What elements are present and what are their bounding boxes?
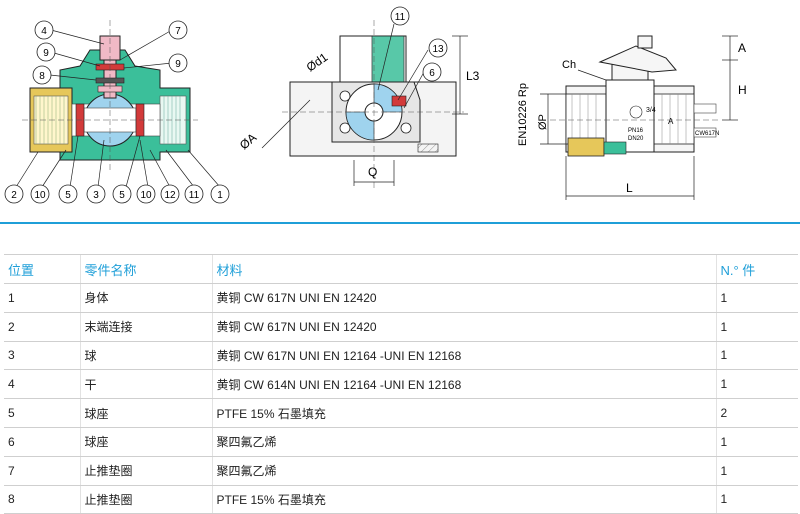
cell-part-name: 止推垫圈	[79, 485, 212, 514]
svg-text:9: 9	[175, 59, 181, 70]
callout-4: 4	[34, 20, 54, 40]
cell-part-name: 球	[79, 341, 212, 371]
cell-quantity: 1	[715, 456, 798, 486]
svg-text:12: 12	[164, 190, 176, 201]
cw-marking: CW617N	[695, 131, 719, 137]
svg-text:6: 6	[429, 68, 435, 79]
callout-8: 8	[32, 65, 52, 85]
svg-text:1: 1	[217, 190, 223, 201]
table-row: 6 球座 聚四氟乙烯 1	[4, 427, 798, 457]
dim-ch-label: Ch	[562, 59, 576, 71]
svg-text:4: 4	[41, 26, 47, 37]
table-row: 4 干 黄铜 CW 614N UNI EN 12164 -UNI EN 1216…	[4, 369, 798, 400]
svg-text:5: 5	[65, 190, 71, 201]
dn-marking: DN20	[628, 136, 644, 142]
callout-9-left: 9	[36, 42, 56, 62]
cell-position: 2	[4, 312, 80, 342]
callout-9-right: 9	[168, 53, 188, 73]
table-row: 1 身体 黄铜 CW 617N UNI EN 12420 1	[4, 283, 798, 313]
dim-l3-label: L3	[466, 69, 480, 83]
svg-text:5: 5	[119, 190, 125, 201]
dim-h-label: H	[738, 83, 747, 97]
cell-material: 聚四氟乙烯	[211, 427, 716, 457]
cell-part-name: 身体	[79, 283, 212, 313]
right-dimension-lines	[540, 35, 738, 200]
cell-material: 黄铜 CW 617N UNI EN 12164 -UNI EN 12168	[211, 341, 716, 371]
mid-dimension-lines	[261, 23, 468, 186]
cell-material: 黄铜 CW 617N UNI EN 12420	[211, 283, 716, 313]
svg-text:7: 7	[175, 26, 181, 37]
cell-material: 黄铜 CW 617N UNI EN 12420	[211, 312, 716, 342]
cell-part-name: 干	[79, 369, 212, 400]
dim-d1-label: Ød1	[304, 50, 331, 75]
cell-material: 黄铜 CW 614N UNI EN 12164 -UNI EN 12168	[211, 369, 716, 400]
cell-position: 8	[4, 485, 80, 514]
svg-text:10: 10	[140, 190, 152, 201]
cell-quantity: 1	[715, 369, 798, 400]
cell-quantity: 1	[715, 341, 798, 371]
cell-part-name: 末端连接	[79, 312, 212, 342]
svg-text:2: 2	[11, 190, 17, 201]
cell-position: 7	[4, 456, 80, 486]
cell-quantity: 1	[715, 427, 798, 457]
cell-material: 聚四氟乙烯	[211, 456, 716, 486]
section-divider	[0, 222, 800, 224]
header-position: 位置	[4, 254, 80, 284]
callout-7: 7	[168, 20, 188, 40]
header-part-name: 零件名称	[79, 254, 212, 284]
svg-text:11: 11	[395, 12, 406, 23]
header-material: 材料	[211, 254, 716, 284]
table-row: 7 止推垫圈 聚四氟乙烯 1	[4, 456, 798, 486]
a-marking: A	[668, 117, 674, 126]
header-quantity: N.° 件	[715, 254, 798, 284]
table-row: 3 球 黄铜 CW 617N UNI EN 12164 -UNI EN 1216…	[4, 341, 798, 371]
cell-position: 5	[4, 398, 80, 428]
cell-part-name: 球座	[79, 427, 212, 457]
parts-table: 位置 零件名称 材料 N.° 件 1 身体 黄铜 CW 617N UNI EN …	[4, 254, 798, 514]
pn-marking: PN16	[628, 128, 644, 134]
dim-a-label: A	[738, 41, 746, 55]
svg-text:9: 9	[43, 48, 49, 59]
cell-part-name: 止推垫圈	[79, 456, 212, 486]
table-row: 5 球座 PTFE 15% 石墨填充 2	[4, 398, 798, 428]
valve-technical-drawing: 4 7 9 8 9 2 10 5 3 5 10 12 11 1	[4, 6, 747, 204]
thread-standard-label: EN10226 Rp	[517, 83, 529, 146]
cell-part-name: 球座	[79, 398, 212, 428]
svg-text:13: 13	[432, 44, 444, 55]
dim-q-label: Q	[368, 165, 377, 179]
callout-13: 13	[428, 38, 448, 58]
size-marking: 3/4	[646, 107, 656, 114]
cell-position: 3	[4, 341, 80, 371]
svg-text:10: 10	[34, 190, 46, 201]
section-view	[22, 20, 198, 170]
dim-l-label: L	[626, 181, 633, 195]
table-header-row: 位置 零件名称 材料 N.° 件	[4, 254, 798, 284]
dim-p-label: ØP	[537, 114, 549, 130]
svg-text:8: 8	[39, 71, 45, 82]
callout-row-bottom: 2 10 5 3 5 10 12 11 1	[4, 184, 230, 204]
external-view: 3/4 PN16 DN20 A CW617N	[550, 35, 720, 157]
callout-leaders	[15, 29, 221, 188]
callout-11-mid: 11	[390, 6, 410, 26]
cell-quantity: 1	[715, 283, 798, 313]
dim-a-diameter-label: ØA	[237, 130, 259, 152]
front-view	[282, 20, 464, 190]
cell-quantity: 1	[715, 485, 798, 514]
cell-material: PTFE 15% 石墨填充	[211, 398, 716, 428]
cell-position: 6	[4, 427, 80, 457]
table-row: 8 止推垫圈 PTFE 15% 石墨填充 1	[4, 485, 798, 514]
cell-position: 4	[4, 369, 80, 400]
cell-quantity: 2	[715, 398, 798, 428]
svg-text:3: 3	[93, 190, 99, 201]
svg-text:11: 11	[189, 190, 200, 201]
cell-position: 1	[4, 283, 80, 313]
table-row: 2 末端连接 黄铜 CW 617N UNI EN 12420 1	[4, 312, 798, 342]
callout-6: 6	[422, 62, 442, 82]
cell-material: PTFE 15% 石墨填充	[211, 485, 716, 514]
cell-quantity: 1	[715, 312, 798, 342]
